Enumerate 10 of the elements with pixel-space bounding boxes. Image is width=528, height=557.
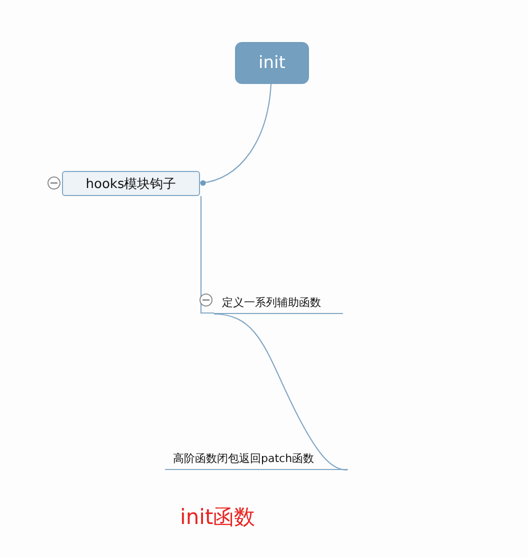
- topic-box: [235, 42, 309, 84]
- topic-box: [62, 171, 200, 196]
- connector-line: [214, 313, 348, 471]
- topic-text: init: [258, 53, 286, 73]
- connector-line: [200, 84, 272, 186]
- topic-text: 定义一系列辅助函数: [222, 295, 321, 310]
- topic-text: 高阶函数闭包返回patch函数: [173, 451, 314, 466]
- caption: init函数: [180, 504, 256, 531]
- connector-line: [200, 196, 214, 314]
- topic-text: hooks模块钩子: [86, 176, 176, 192]
